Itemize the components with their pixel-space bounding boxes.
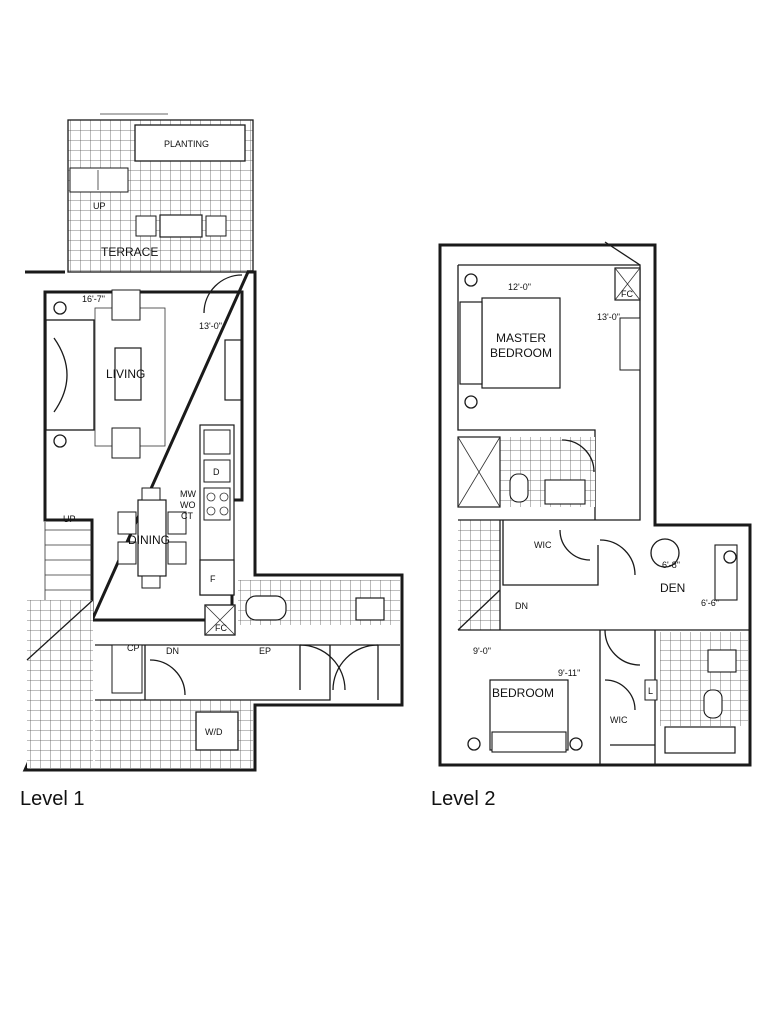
label-dn-1: DN xyxy=(166,646,179,656)
label-dining: DINING xyxy=(128,533,170,547)
living-furniture xyxy=(45,274,243,459)
level-1-plan: PLANTING UP TERRACE 16'-7" 13'-0" LIVING… xyxy=(22,113,404,772)
label-linen: L xyxy=(648,686,653,696)
kitchen xyxy=(199,424,235,596)
label-den: DEN xyxy=(660,581,685,595)
planting-box xyxy=(134,124,246,162)
ensuite-bath xyxy=(457,436,595,508)
label-master-length: 13'-0" xyxy=(597,312,620,322)
label-bedroom: BEDROOM xyxy=(492,686,554,700)
level-2-outline xyxy=(438,243,752,767)
caption-level-2: Level 2 xyxy=(431,788,496,810)
label-master-width: 12'-0" xyxy=(508,282,531,292)
level-2-lower xyxy=(458,629,750,765)
label-den-dim-1: 6'-8" xyxy=(662,560,680,570)
stair-level-1 xyxy=(26,522,94,768)
label-terrace-up: UP xyxy=(93,201,106,211)
label-ep: EP xyxy=(259,646,271,656)
level-1-lower xyxy=(95,580,400,768)
dining-furniture xyxy=(117,487,187,589)
terrace-table xyxy=(159,214,203,238)
level-2-middle xyxy=(457,519,738,631)
label-bedroom-width: 9'-0" xyxy=(473,646,491,656)
label-living-length: 13'-0" xyxy=(199,321,222,331)
label-mw: MW xyxy=(180,489,196,499)
label-stair-up: UP xyxy=(63,514,76,524)
label-master-line-2: BEDROOM xyxy=(490,346,552,360)
label-washer-dryer: W/D xyxy=(205,727,223,737)
master-bedroom-furniture xyxy=(459,267,641,409)
terrace-area xyxy=(67,113,254,273)
label-dn-2: DN xyxy=(515,601,528,611)
label-fc-1: FC xyxy=(215,623,227,633)
level-2-plan: 12'-0" FC 13'-0" MASTER BEDROOM WIC DEN … xyxy=(438,241,752,767)
label-wo: WO xyxy=(180,500,196,510)
label-wic-1: WIC xyxy=(534,540,552,550)
label-planting: PLANTING xyxy=(164,139,209,149)
label-den-dim-2: 6'-6" xyxy=(701,598,719,608)
label-ct: CT xyxy=(181,511,193,521)
label-cp: CP xyxy=(127,643,140,653)
caption-level-1: Level 1 xyxy=(20,788,85,810)
label-living-width: 16'-7" xyxy=(82,294,105,304)
level-1-outline xyxy=(22,270,404,772)
label-bedroom-length: 9'-11" xyxy=(558,668,580,678)
label-dishwasher: D xyxy=(213,467,220,477)
label-master-line-1: MASTER xyxy=(496,331,546,345)
label-wic-2: WIC xyxy=(610,715,628,725)
label-living: LIVING xyxy=(106,367,145,381)
label-fc-2: FC xyxy=(621,289,633,299)
label-terrace: TERRACE xyxy=(101,245,158,259)
label-fridge: F xyxy=(210,574,216,584)
